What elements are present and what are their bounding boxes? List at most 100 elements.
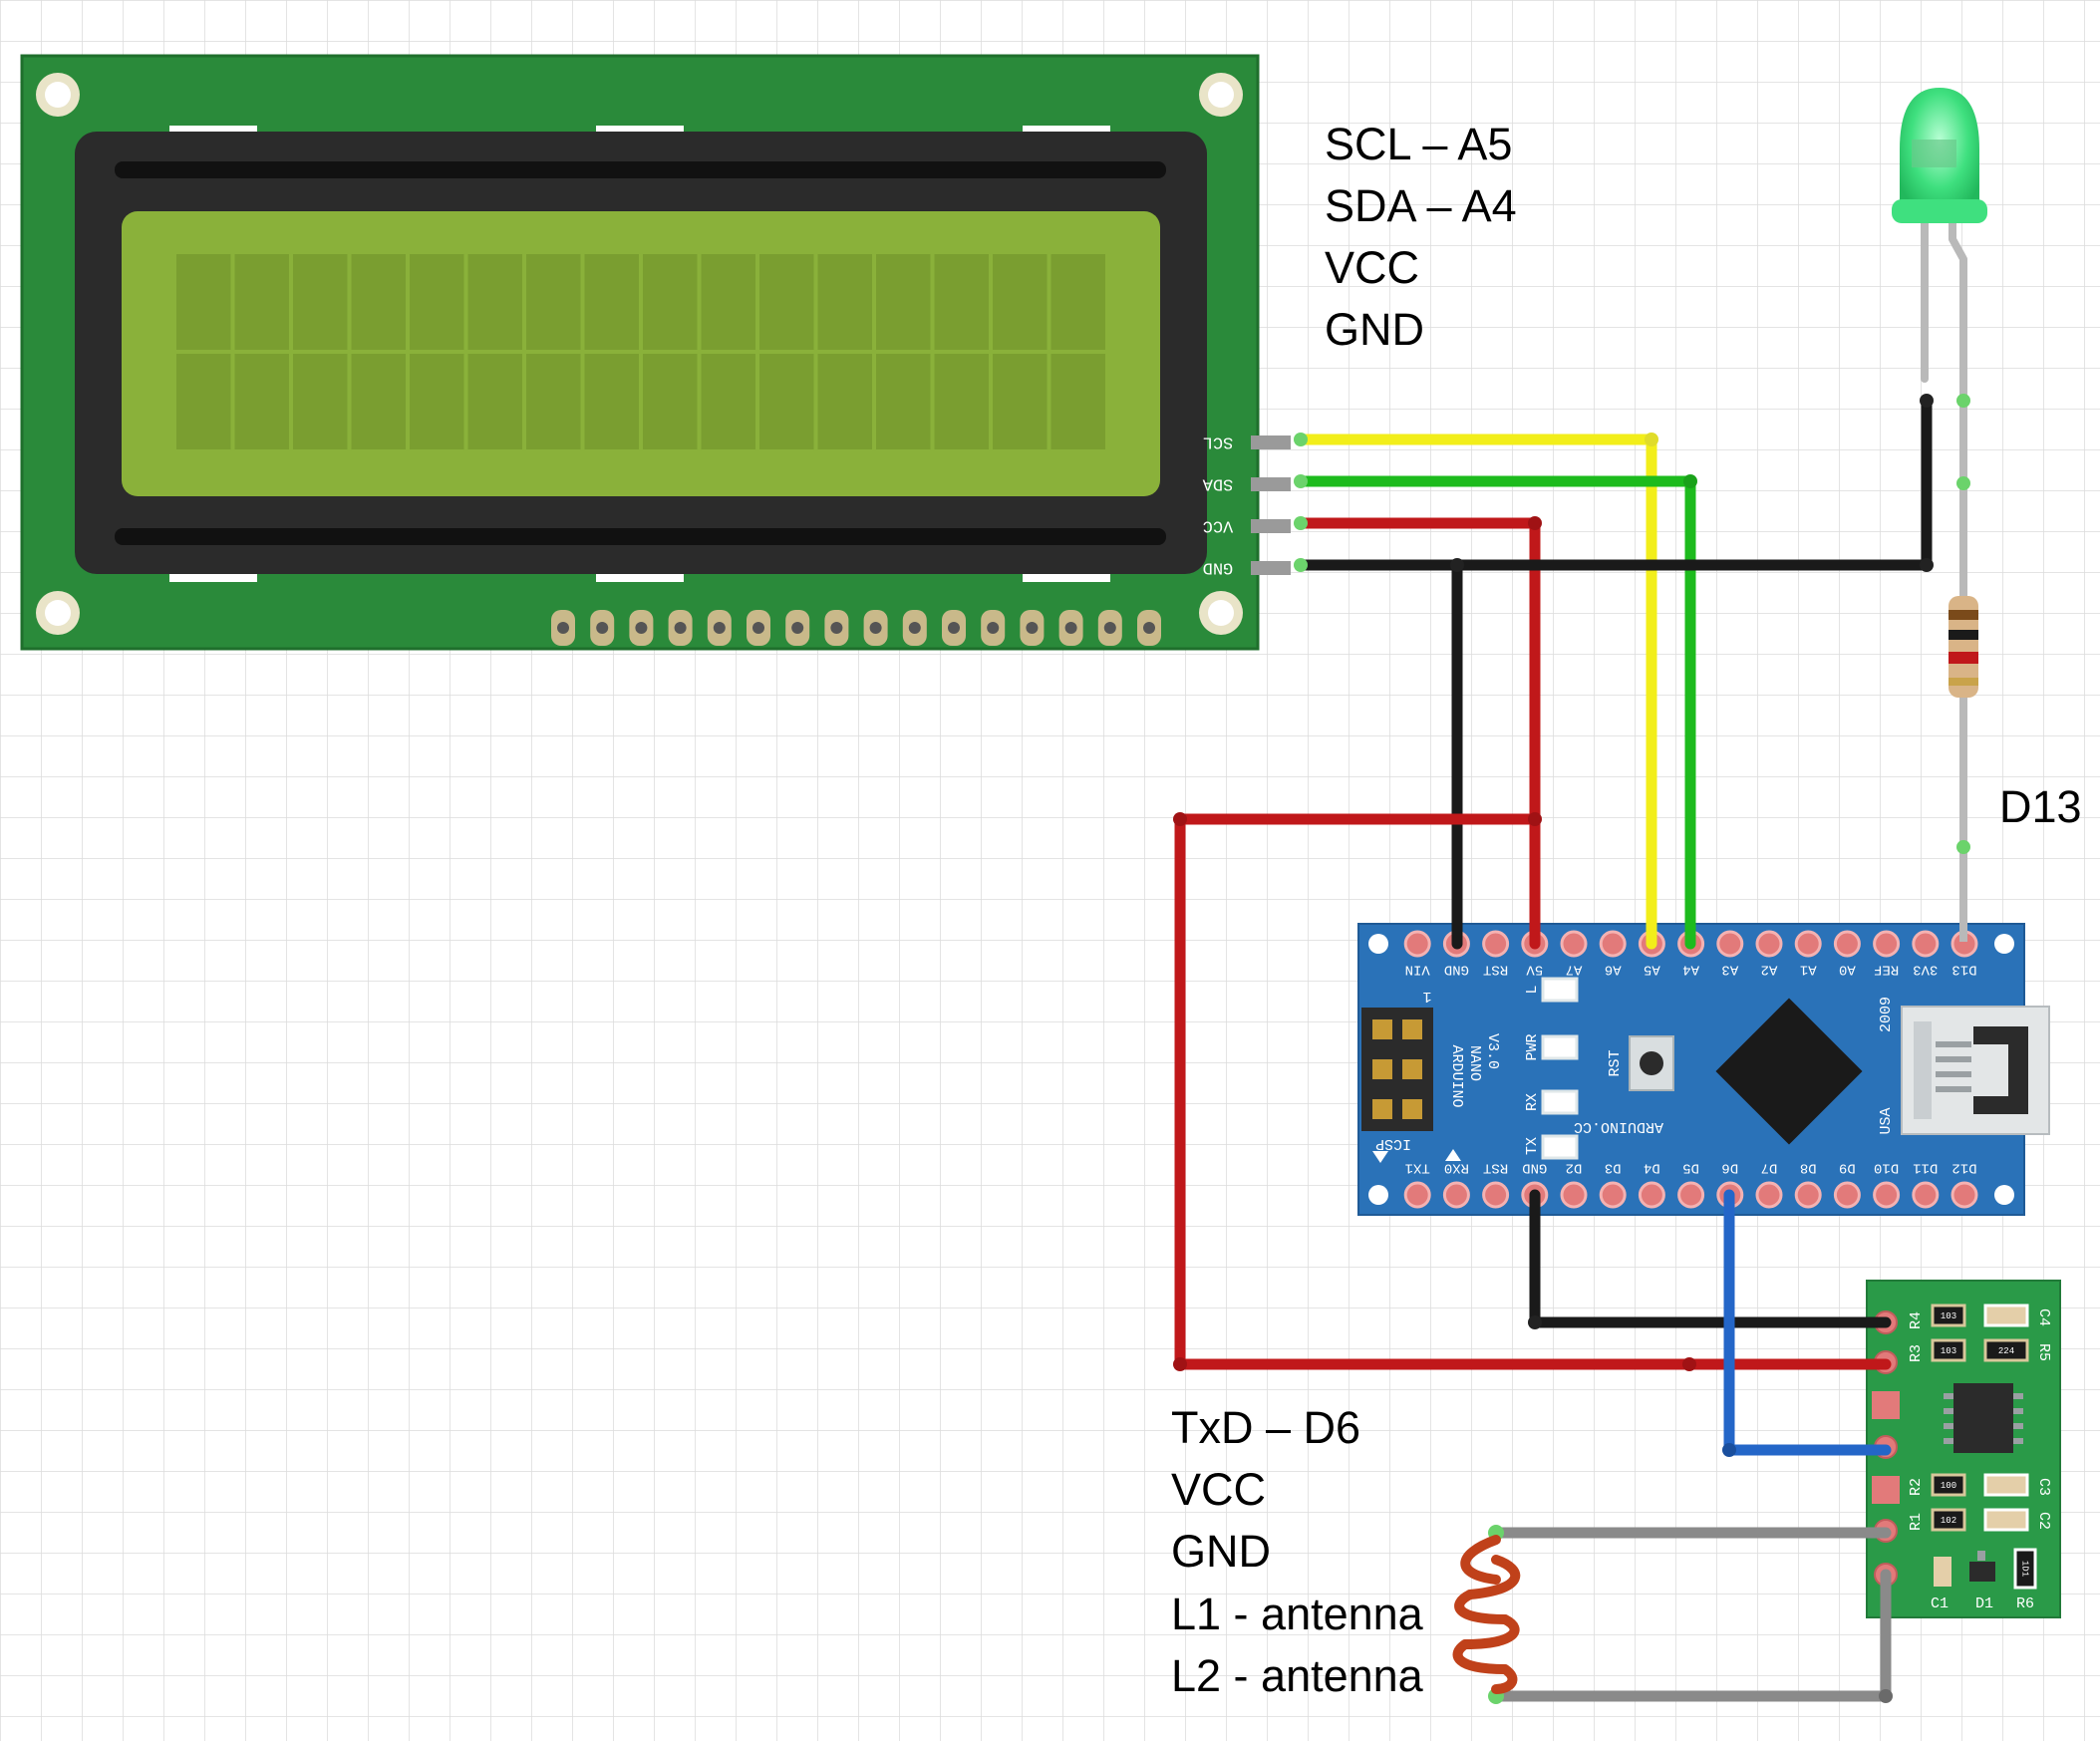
lcd-header-pin-hole: [1143, 622, 1155, 634]
nano-usb-label: USA: [1878, 1107, 1895, 1134]
nano-pin-pad: [1599, 1181, 1627, 1209]
nano-pin-pad: [1950, 1181, 1978, 1209]
lcd-character-cell: [817, 254, 872, 350]
rf-connection-labels: TxD – D6 VCC GND L1 - antenna L2 - anten…: [1171, 1402, 1424, 1701]
lcd-header-pin-hole: [987, 622, 1000, 634]
rf-label-r1: R1: [1908, 1513, 1925, 1531]
rf-label-c3: C3: [2035, 1478, 2052, 1496]
lcd-character-cell: [351, 354, 406, 449]
lcd-header-pins: [551, 610, 1161, 646]
lcd-header-pin-hole: [830, 622, 843, 634]
lcd-character-cell: [993, 354, 1048, 449]
led-tx-label: TX: [1524, 1137, 1541, 1155]
led-pin-label: D13: [1999, 781, 2082, 832]
lcd-character-cell: [643, 254, 698, 350]
nano-pin-label: D9: [1839, 1159, 1856, 1175]
lcd-character-cell: [526, 254, 581, 350]
lcd-character-cell: [759, 254, 814, 350]
nano-pin-pad: [1794, 1181, 1822, 1209]
nano-pin-label: RST: [1483, 1159, 1508, 1175]
nano-pin-pad: [1403, 1181, 1431, 1209]
rf-transmitter-module: R4 R3 R2 R1 C4 R5 C3 C2 103 103 224 100 …: [1866, 1280, 2061, 1618]
lcd-character-cell: [176, 354, 231, 449]
led-assembly: [1892, 88, 1987, 942]
nano-pin-label: A4: [1682, 961, 1699, 977]
lcd-character-cell: [934, 254, 989, 350]
rf-label-vcc: VCC: [1171, 1464, 1266, 1515]
rf-label-gnd: GND: [1171, 1526, 1271, 1577]
rf-label-d1: D1: [1975, 1596, 1993, 1612]
reset-button[interactable]: RST: [1607, 1035, 1674, 1091]
nano-pin-pad: [1912, 1181, 1940, 1209]
nano-pin-label: 5V: [1526, 961, 1543, 977]
lcd-header-pin-hole: [713, 622, 726, 634]
lcd-character-cell: [293, 354, 348, 449]
lcd-character-cell: [234, 354, 289, 449]
lcd-character-cell: [701, 254, 755, 350]
lcd-bottom-rail: [115, 528, 1166, 545]
icsp-label: ICSP: [1375, 1135, 1411, 1152]
lcd-character-cell: [351, 254, 406, 350]
led-pwr-label: PWR: [1524, 1033, 1541, 1060]
nano-pin-pad: [1716, 930, 1744, 958]
nano-pin-label: REF: [1874, 961, 1899, 977]
nano-pin-label: D11: [1913, 1159, 1938, 1175]
lcd-character-cell: [876, 254, 931, 350]
rf-smd-parts: 103 103 224 100 102 1D1: [1931, 1304, 2037, 1590]
lcd-header-pin-hole: [752, 622, 764, 634]
nano-pin-label: RX0: [1444, 1159, 1469, 1175]
nano-pin-pad: [1755, 930, 1783, 958]
lcd-character-cell: [993, 254, 1048, 350]
lcd-label-scl: SCL – A5: [1325, 119, 1512, 169]
lcd-character-grid: [176, 254, 1105, 449]
nano-pin-label: D8: [1800, 1159, 1817, 1175]
nano-model-line2: NANO: [1466, 1045, 1483, 1081]
rf-chip-code-1: 103: [1941, 1311, 1956, 1321]
nano-pin-pad: [1560, 1181, 1588, 1209]
lcd-connection-labels: SCL – A5 SDA – A4 VCC GND: [1325, 119, 1517, 355]
nano-mcu-chip: [1715, 998, 1863, 1145]
led-rx-label: RX: [1524, 1093, 1541, 1111]
nano-pin-label: VIN: [1405, 961, 1430, 977]
icsp-pin1-label: 1: [1422, 988, 1431, 1005]
nano-pin-label: A2: [1761, 961, 1778, 977]
lcd-character-cell: [1050, 254, 1105, 350]
nano-status-leds: L PWR RX TX: [1524, 977, 1579, 1160]
nano-pin-pad: [1638, 1181, 1665, 1209]
lcd-header-pin-hole: [908, 622, 921, 634]
nano-pin-label: TX1: [1405, 1159, 1430, 1175]
icsp-arrow-icon: [1372, 1151, 1388, 1163]
lcd-character-cell: [467, 254, 522, 350]
lcd-character-cell: [701, 354, 755, 449]
lcd-character-cell: [526, 354, 581, 449]
rf-label-r5: R5: [2035, 1343, 2052, 1361]
lcd-module: SCL SDA VCC GND: [20, 54, 1291, 651]
rf-label-txd: TxD – D6: [1171, 1402, 1360, 1453]
nano-pin-label: GND: [1444, 961, 1469, 977]
lcd-character-cell: [934, 354, 989, 449]
lcd-label-vcc: VCC: [1325, 242, 1419, 293]
rf-label-c2: C2: [2035, 1512, 2052, 1530]
lcd-character-cell: [234, 254, 289, 350]
rf-label-l1: L1 - antenna: [1171, 1589, 1424, 1639]
nano-pin-label: D7: [1761, 1159, 1778, 1175]
nano-pin-label: D13: [1951, 961, 1976, 977]
nano-pin-pad: [1833, 1181, 1861, 1209]
lcd-header-pin-hole: [791, 622, 804, 634]
lcd-header-pin-hole: [596, 622, 609, 634]
nano-pin-pad: [1482, 930, 1510, 958]
nano-pin-pad: [1755, 1181, 1783, 1209]
nano-pin-pad: [1677, 1181, 1705, 1209]
lcd-pin-vcc-label: VCC: [1203, 516, 1234, 535]
nano-pin-pad: [1599, 930, 1627, 958]
rf-label-r6: R6: [2016, 1596, 2034, 1612]
nano-model-line1: ARDUINO: [1448, 1044, 1465, 1107]
lcd-character-cell: [410, 254, 464, 350]
lcd-header-pin-hole: [674, 622, 687, 634]
lcd-character-cell: [1050, 354, 1105, 449]
rf-chip-code-6: 1D1: [2020, 1561, 2030, 1577]
lcd-header-pin-hole: [1064, 622, 1077, 634]
lcd-label-gnd: GND: [1325, 304, 1424, 355]
rf-label-c1: C1: [1931, 1596, 1949, 1612]
